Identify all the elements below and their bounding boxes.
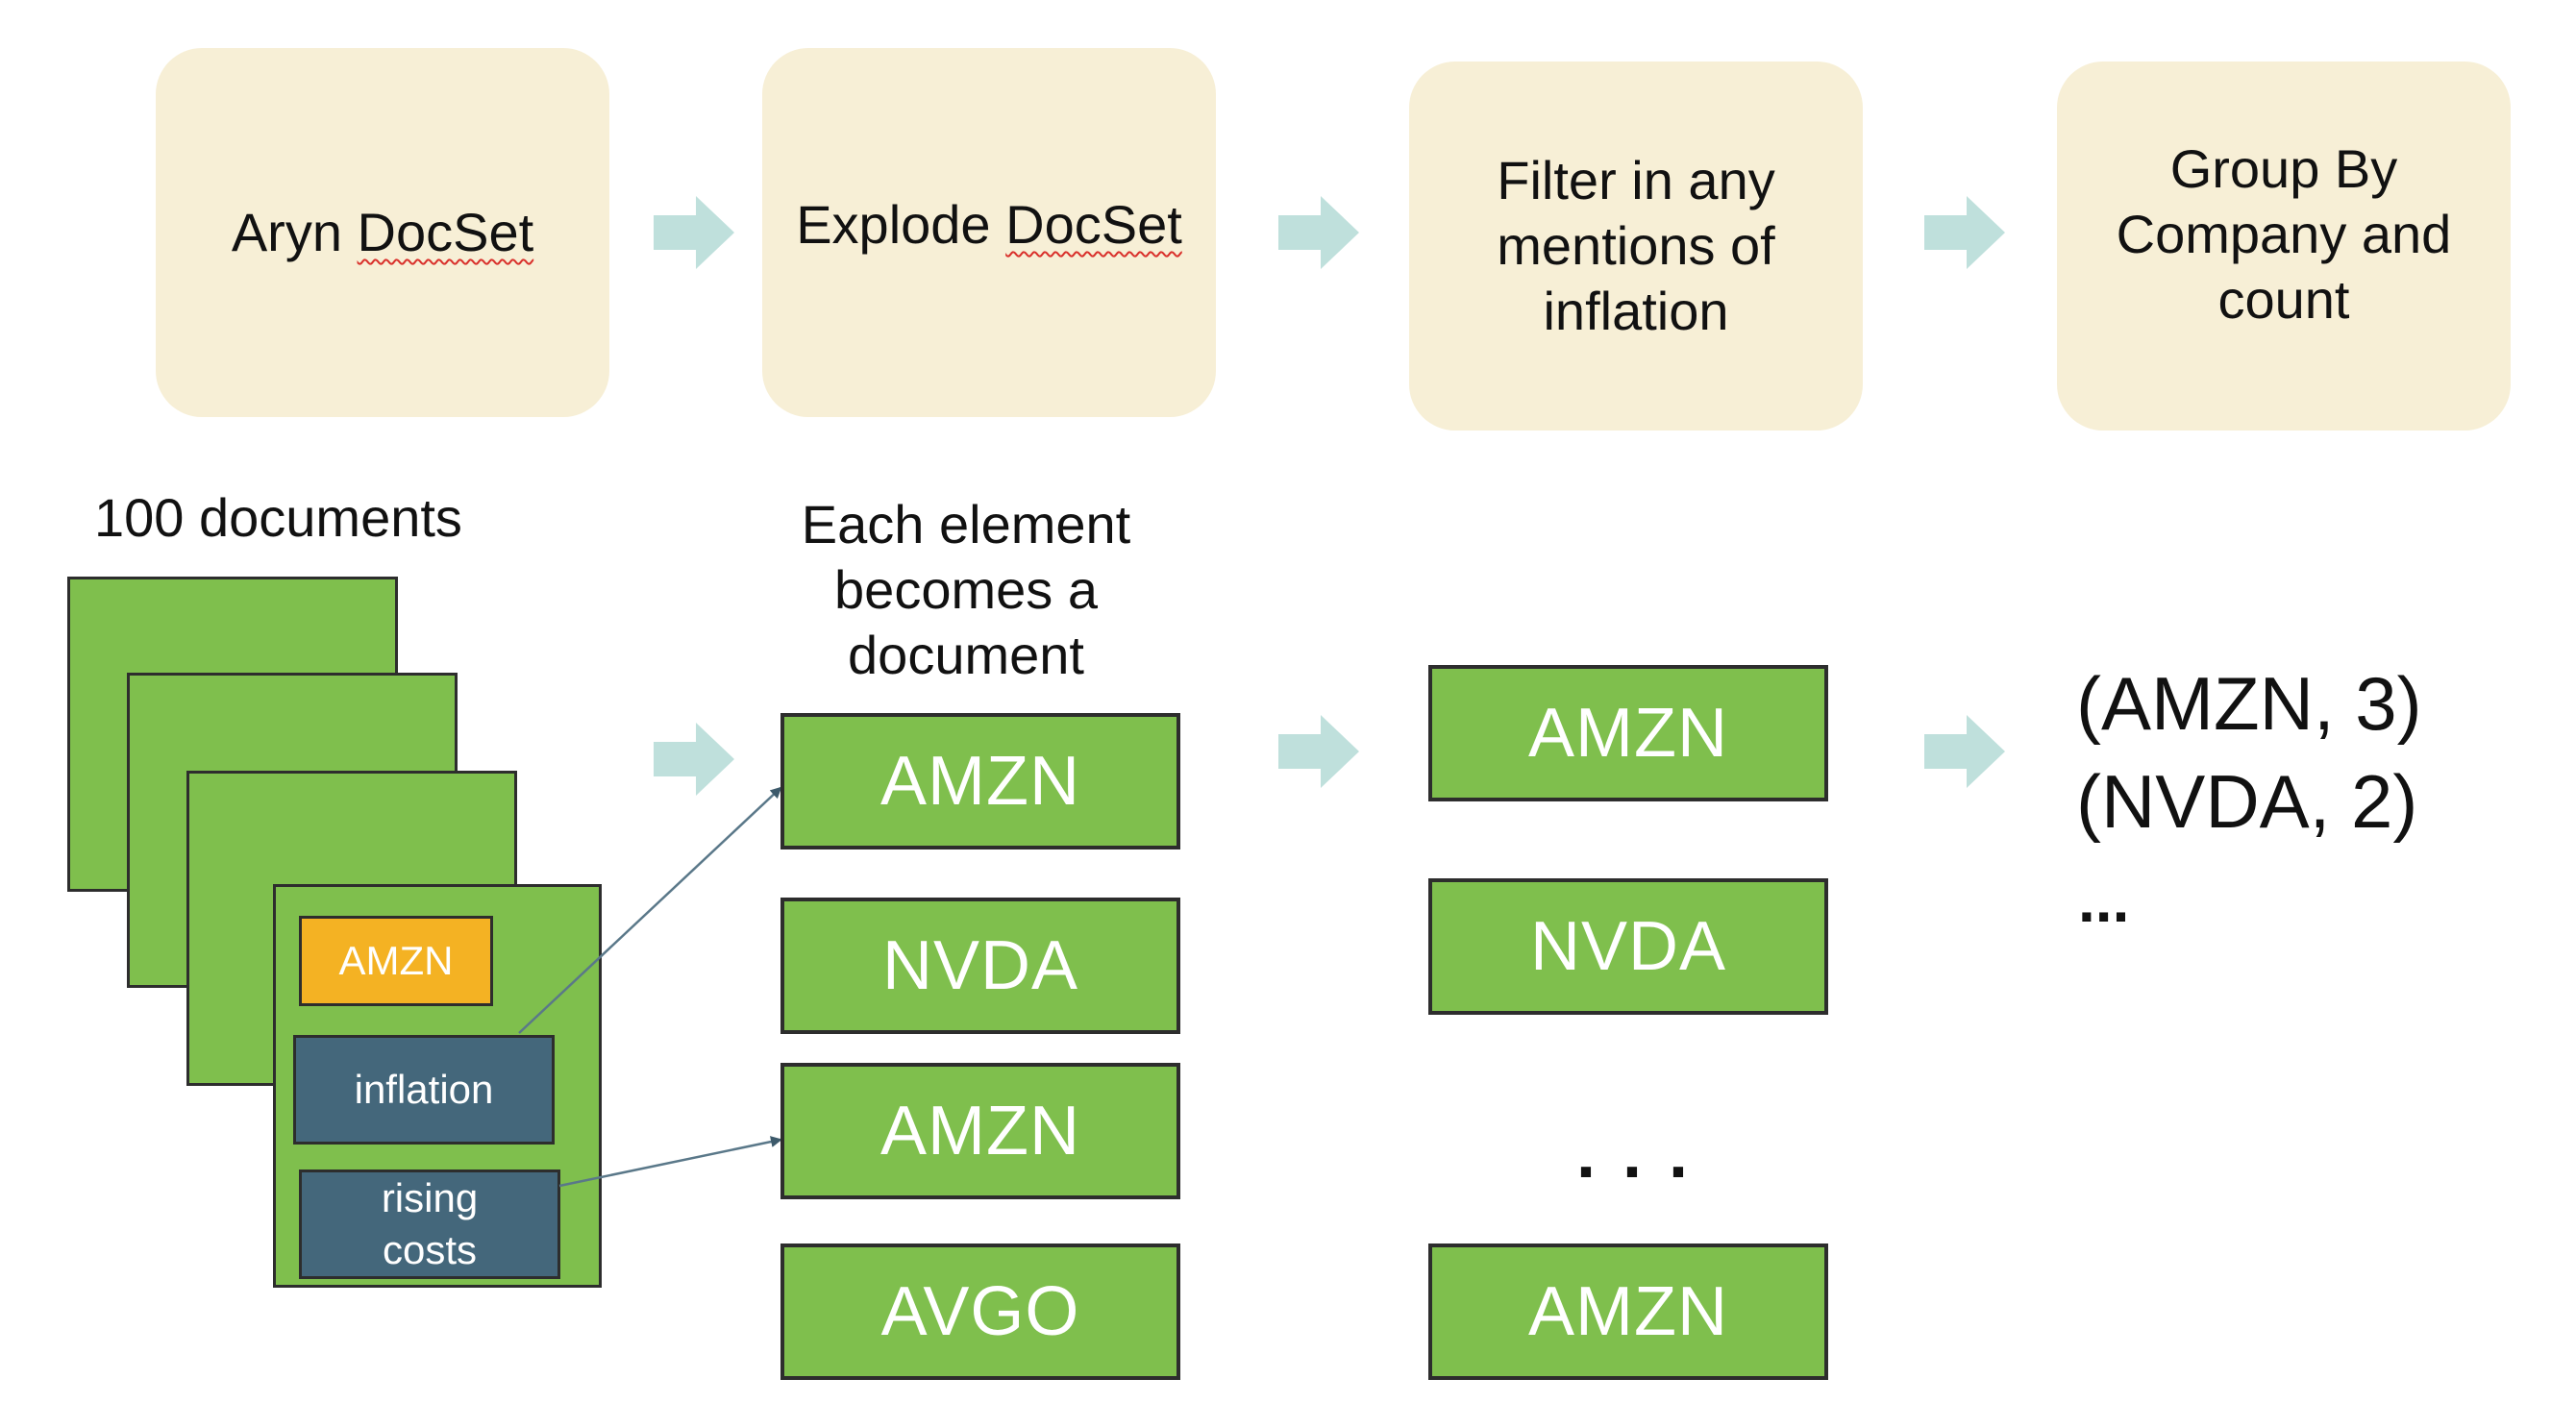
arrow-right-icon — [1924, 196, 2005, 269]
connector-arrow — [518, 786, 782, 1034]
stage-label-line: inflation — [1543, 281, 1729, 341]
stage-label: Aryn DocSet — [231, 202, 534, 262]
results-ellipsis: ... — [2078, 866, 2130, 935]
rising-costs-line: rising — [381, 1175, 479, 1220]
exploded-doc: AVGO — [780, 1243, 1180, 1380]
stage-group-by: Group By Company and count — [2057, 62, 2511, 431]
caption-line: document — [848, 625, 1084, 685]
exploded-doc: AMZN — [780, 1063, 1180, 1199]
stage-filter-inflation: Filter in any mentions of inflation — [1409, 62, 1863, 431]
arrow-right-icon — [654, 723, 734, 796]
stage-label-line: Group By — [2169, 138, 2398, 199]
filtered-ellipsis: . . . — [1576, 1116, 1693, 1193]
connector-arrow — [558, 1136, 782, 1188]
stage-label-line: Company and — [2116, 204, 2452, 264]
arrow-right-icon — [654, 196, 734, 269]
filtered-doc: AMZN — [1428, 1243, 1828, 1380]
filtered-doc: NVDA — [1428, 878, 1828, 1015]
inflation-element: inflation — [293, 1035, 555, 1145]
rising-costs-line: costs — [382, 1227, 478, 1272]
company-tag: AMZN — [299, 916, 493, 1006]
caption-line: becomes a — [834, 559, 1098, 620]
caption-documents-count: 100 documents — [94, 487, 462, 548]
exploded-doc: NVDA — [780, 898, 1180, 1034]
arrow-right-icon — [1278, 196, 1359, 269]
stage-label-line: count — [2217, 269, 2350, 330]
arrow-right-icon — [1278, 715, 1359, 788]
stage-label-line: mentions of — [1497, 215, 1775, 276]
stage-aryn-docset: Aryn DocSet — [156, 48, 609, 417]
filtered-doc: AMZN — [1428, 665, 1828, 801]
arrow-right-icon — [1924, 715, 2005, 788]
stage-explode-docset: Explode DocSet — [762, 48, 1216, 417]
exploded-doc: AMZN — [780, 713, 1180, 849]
caption-explode-description: Each element becomes a document — [759, 492, 1173, 688]
document-card-front: AMZN inflation rising costs — [273, 884, 602, 1288]
rising-costs-element: rising costs — [299, 1169, 560, 1279]
result-line: (AMZN, 3) — [2076, 661, 2422, 746]
caption-line: Each element — [801, 494, 1131, 554]
stage-label-line: Filter in any — [1497, 150, 1775, 210]
stage-label: Explode DocSet — [796, 194, 1182, 255]
result-line: (NVDA, 2) — [2076, 759, 2418, 844]
